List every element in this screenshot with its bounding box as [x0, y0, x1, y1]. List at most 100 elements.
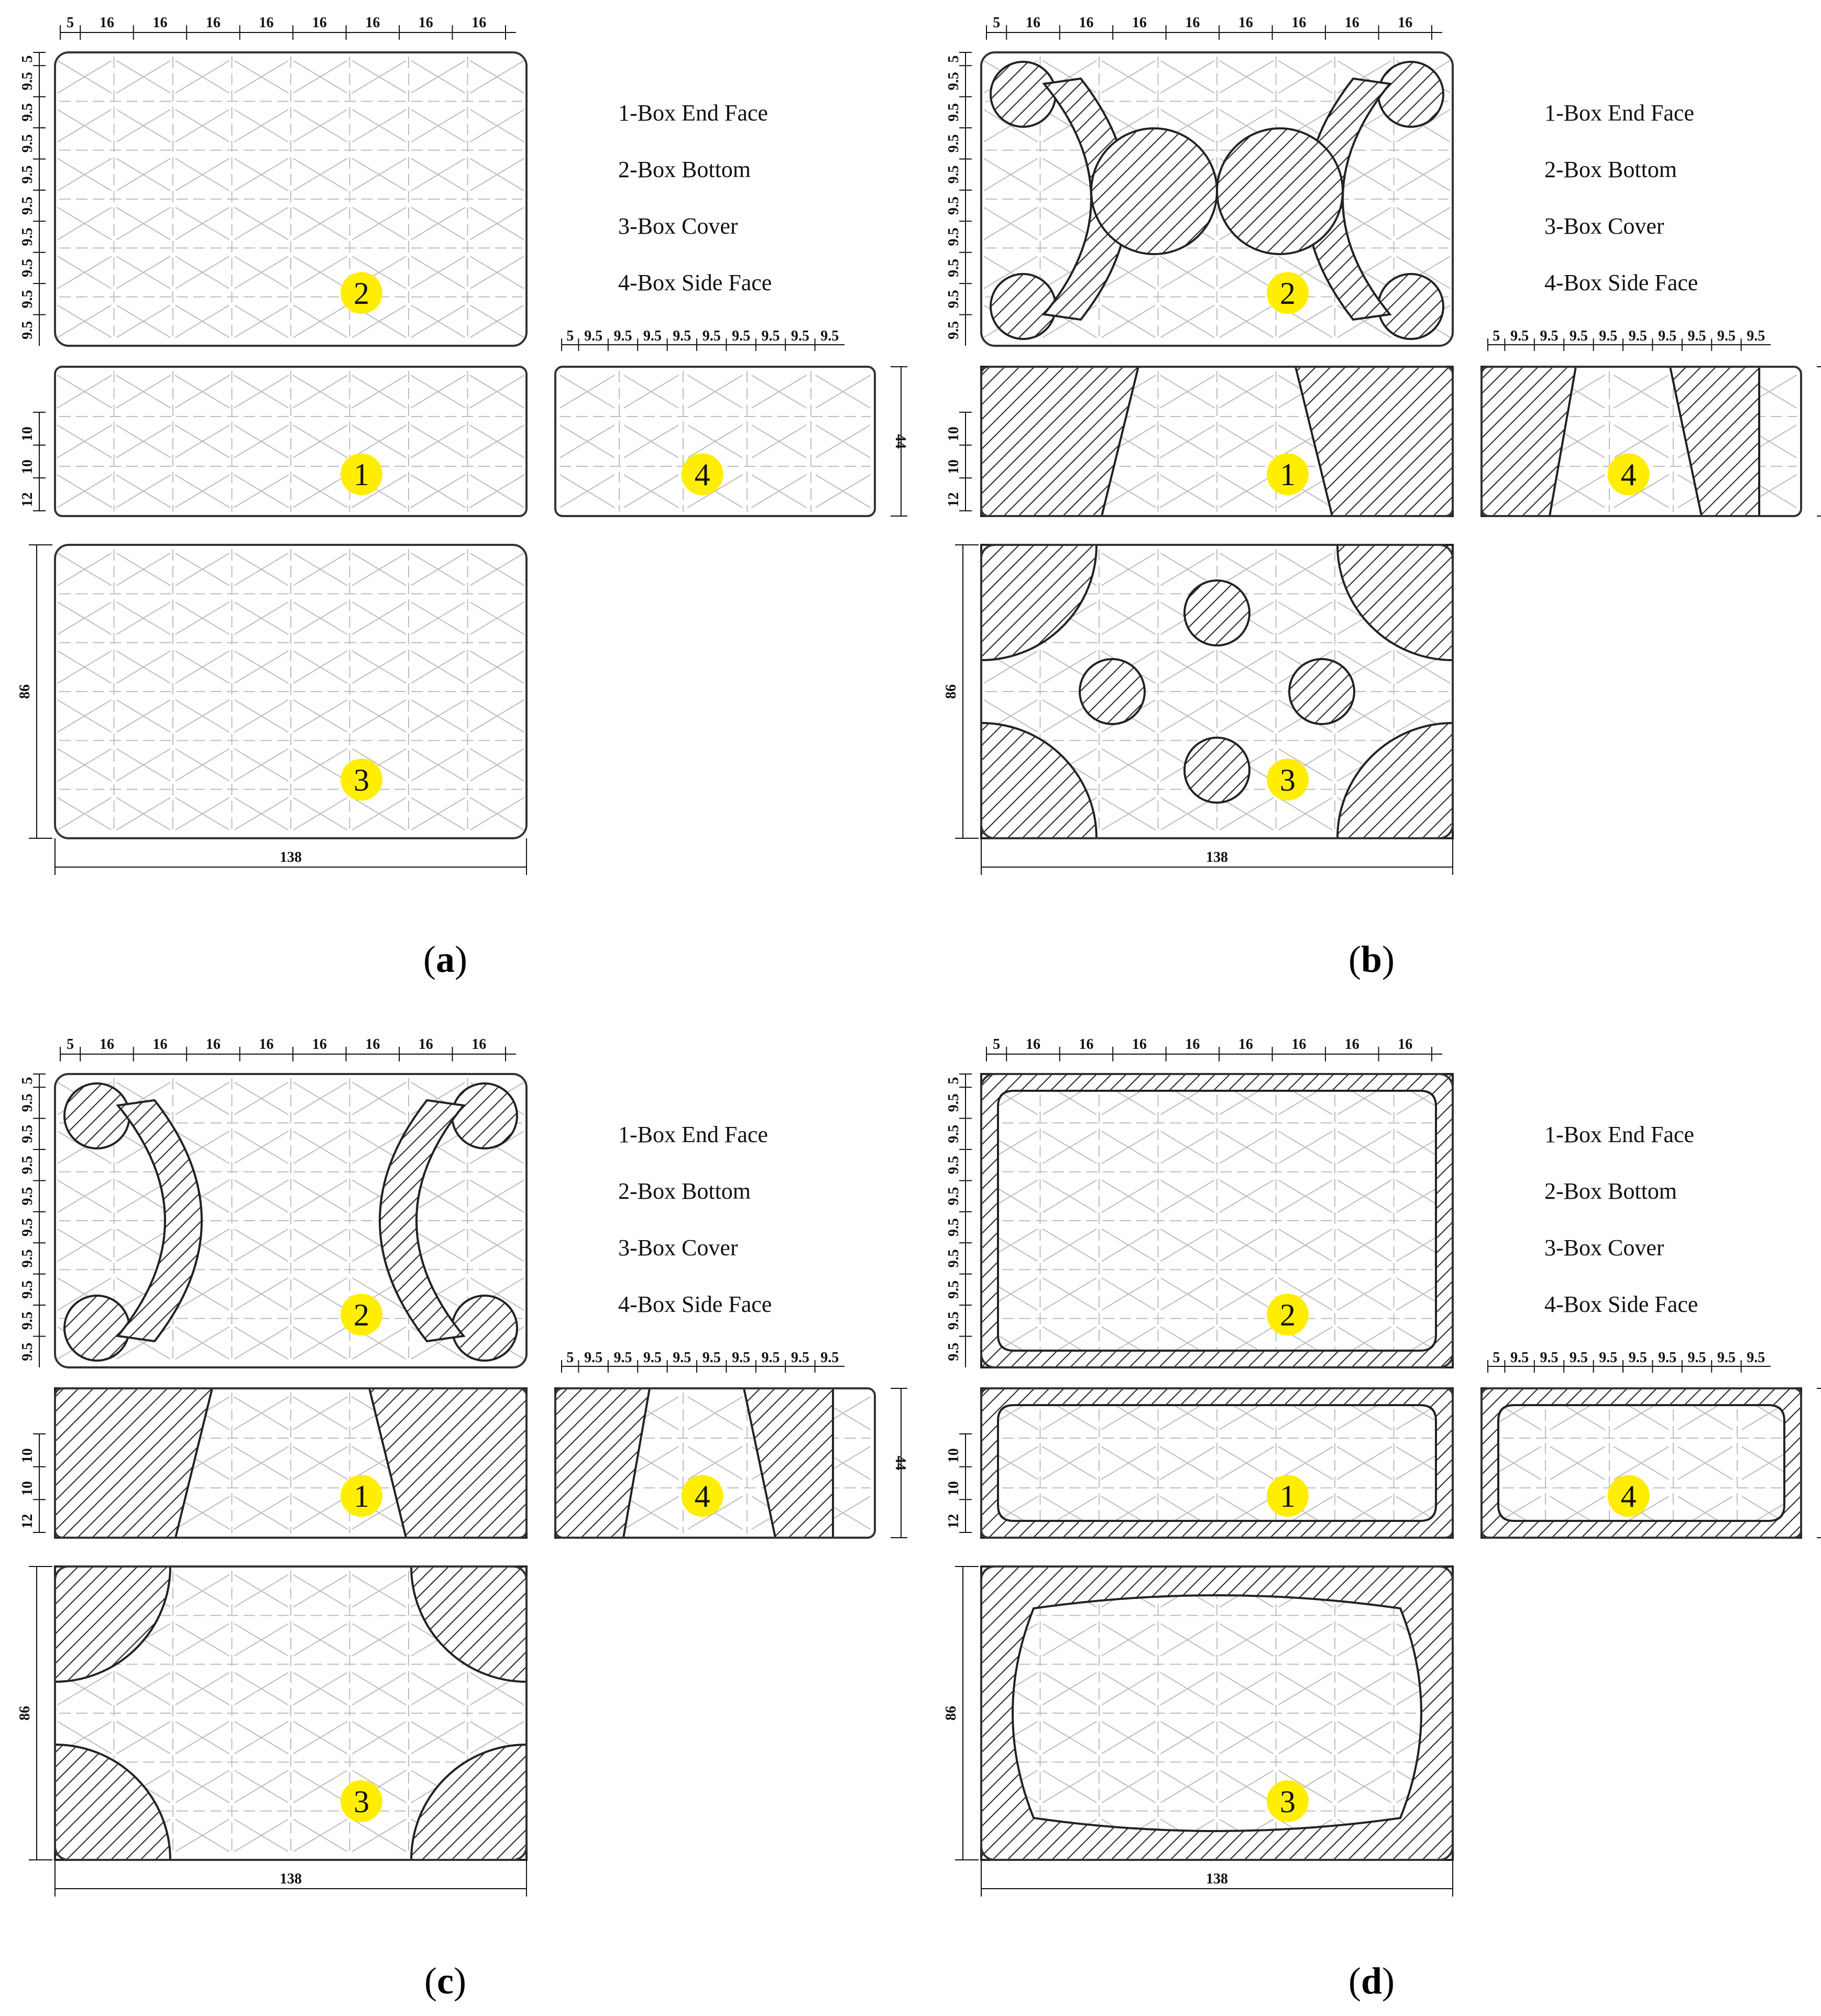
marker-4-disc	[681, 453, 723, 496]
dim-cover-height: 86	[943, 684, 959, 699]
dim-side-top-3: 9.5	[1570, 1350, 1588, 1366]
cover-height-dimension: 86	[17, 544, 52, 839]
cover-corner-tl	[980, 544, 1098, 662]
dim-end-1: 10	[19, 459, 36, 474]
dim-left-6: 9.5	[19, 1250, 36, 1268]
dim-top-7: 16	[1345, 1036, 1359, 1053]
cover-disc-3	[1183, 737, 1250, 804]
cover-height-dimension: 86	[17, 1566, 52, 1860]
dim-left-3: 9.5	[946, 1156, 962, 1174]
bottom-corner-circle-0	[990, 61, 1057, 128]
caption-letter: a	[436, 938, 455, 980]
legend-item-3: 3-Box Cover	[618, 213, 738, 239]
caption-close: )	[1382, 938, 1395, 980]
dim-end-0: 10	[19, 1448, 36, 1463]
dim-height: 44	[892, 434, 908, 449]
cover-corner-br	[1336, 721, 1454, 839]
dim-top-8: 16	[471, 1036, 486, 1053]
dim-left-3: 9.5	[19, 1156, 36, 1174]
dim-top-6: 16	[365, 15, 380, 31]
dim-side-top-4: 9.5	[1599, 1350, 1617, 1366]
bottom-corner-circle-2	[63, 1295, 130, 1362]
dim-left-4: 9.5	[946, 166, 962, 184]
side-left-wedge	[1480, 366, 1577, 517]
end-right-wedge	[1294, 366, 1454, 517]
cover-corner-bl	[980, 721, 1098, 839]
box-bottom-outline	[980, 1073, 1454, 1368]
dim-side-top-5: 9.5	[1629, 1350, 1647, 1366]
height-dimension: 44	[891, 366, 908, 517]
dim-top-4: 16	[259, 15, 273, 31]
dim-side-top-5: 9.5	[703, 1350, 721, 1366]
dim-left-6: 9.5	[19, 228, 36, 246]
end-right-wedge	[368, 1387, 528, 1539]
dim-top-2: 16	[152, 1036, 167, 1053]
dim-top-3: 16	[1132, 15, 1147, 31]
dim-top-0: 5	[67, 15, 74, 31]
box-end-face-outline	[54, 1387, 528, 1539]
dim-top-2: 16	[1079, 15, 1093, 31]
marker-2: 2	[1280, 276, 1296, 311]
dim-top-6: 16	[365, 1036, 380, 1053]
box-side-face-outline	[554, 366, 876, 517]
legend-item-1: 1-Box End Face	[1544, 1122, 1694, 1147]
dim-left-1: 9.5	[946, 1093, 962, 1112]
dim-top-7: 16	[419, 1036, 433, 1053]
bottom-center-disc-left	[1090, 127, 1218, 255]
marker-1-disc	[1267, 1475, 1309, 1517]
dim-end-0: 10	[19, 426, 36, 441]
dim-left-9: 9.5	[946, 321, 962, 339]
panel-caption: (d)	[1348, 1960, 1395, 2002]
box-end-face-outline	[980, 366, 1454, 517]
dim-left-0: 5	[19, 56, 36, 63]
dim-side-top-4: 9.5	[1599, 328, 1617, 344]
dim-left-8: 9.5	[946, 290, 962, 308]
bottom-right-arc-band	[379, 1099, 466, 1343]
dim-width: 138	[280, 849, 302, 865]
legend-item-4: 4-Box Side Face	[618, 1291, 772, 1317]
dim-left-4: 9.5	[19, 166, 36, 184]
cover-corner-tr	[1336, 544, 1454, 662]
bottom-corner-circle-1	[451, 1082, 518, 1149]
marker-1-disc	[341, 1475, 382, 1517]
legend-item-4: 4-Box Side Face	[1544, 270, 1698, 295]
dim-width: 138	[1206, 1871, 1228, 1887]
caption-open: (	[1348, 1960, 1361, 2002]
dim-height: 44	[1818, 434, 1821, 449]
dim-top-0: 5	[67, 1036, 74, 1053]
legend-item-3: 3-Box Cover	[1544, 213, 1664, 239]
dim-left-7: 9.5	[946, 1280, 962, 1299]
dim-side-top-5: 9.5	[703, 328, 721, 344]
legend-item-1: 1-Box End Face	[618, 1122, 768, 1147]
dim-left-3: 9.5	[946, 134, 962, 152]
dim-top-5: 16	[312, 1036, 327, 1053]
dim-left-8: 9.5	[19, 290, 36, 308]
dim-side-top-7: 9.5	[762, 328, 780, 344]
marker-3-disc	[1267, 1780, 1309, 1822]
dim-height: 44	[1818, 1456, 1821, 1471]
dim-side-top-6: 9.5	[732, 328, 750, 344]
dim-left-9: 9.5	[946, 1343, 962, 1361]
left-dimension-column: 59.59.59.59.59.59.59.59.59.5	[946, 1073, 972, 1367]
star-pattern	[57, 375, 525, 508]
dim-left-1: 9.5	[946, 72, 962, 90]
height-dimension: 44	[891, 1388, 908, 1538]
legend-item-3: 3-Box Cover	[618, 1235, 738, 1261]
box-end-face-outline	[980, 1387, 1454, 1539]
dim-top-1: 16	[100, 1036, 114, 1053]
dim-top-6: 16	[1291, 1036, 1306, 1053]
dim-side-top-1: 9.5	[1510, 1350, 1529, 1366]
cover-height-dimension: 86	[943, 1566, 979, 1860]
marker-3: 3	[354, 1784, 369, 1819]
dim-top-5: 16	[1238, 1036, 1253, 1053]
marker-3: 3	[354, 763, 369, 797]
panel-caption: (c)	[424, 1960, 466, 2002]
